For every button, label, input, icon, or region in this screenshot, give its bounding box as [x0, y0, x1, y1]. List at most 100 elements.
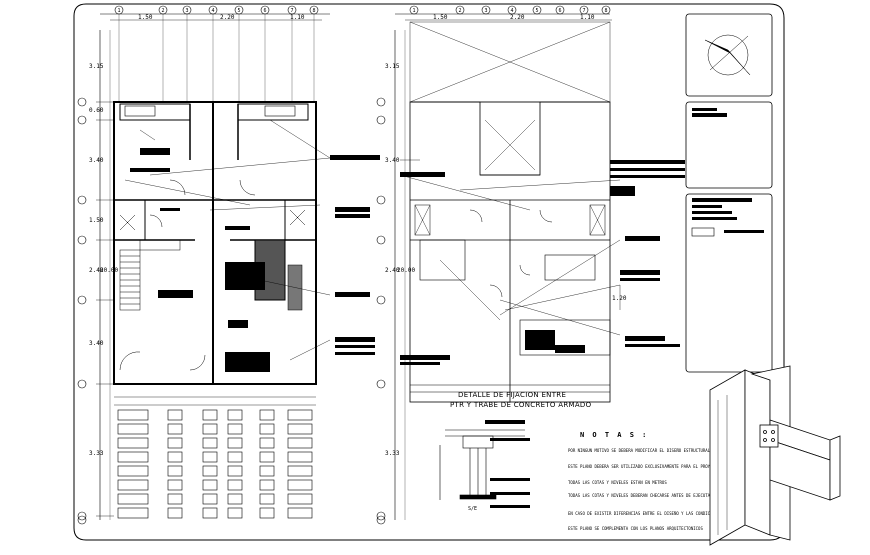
paver-tile — [287, 465, 313, 477]
left-dim-side-6: 3.40 — [89, 340, 104, 347]
left-parking-grid — [114, 396, 316, 406]
left-axis-bubbles — [114, 5, 319, 15]
left-dim-side-2: 0.60 — [89, 107, 104, 114]
left-floor-plan — [77, 5, 331, 521]
paver-tile — [287, 479, 313, 491]
right-dim-top-1: 1.50 — [433, 14, 448, 21]
paver-tile — [167, 479, 183, 491]
note-4: TODAS LAS COTAS Y NIVELES DEBERAN CHECAR… — [568, 493, 776, 498]
paver-tile — [227, 465, 243, 477]
right-dim-top-3: 1.10 — [580, 14, 595, 21]
paver-tile — [227, 451, 243, 463]
paver-tile — [287, 423, 313, 435]
fixing-detail: DETALLE DE FIJACION ENTRE PTR Y TRABE DE… — [439, 391, 592, 512]
left-dim-side-1: 3.15 — [89, 63, 104, 70]
steel-connection-isometric — [709, 365, 841, 546]
left-axis-label: 8 — [313, 8, 316, 14]
paver-tile — [117, 479, 149, 491]
note-6: ESTE PLANO SE COMPLEMENTA CON LOS PLANOS… — [568, 526, 703, 531]
left-total-dim: 20.00 — [100, 267, 118, 274]
paver-tile — [117, 507, 149, 519]
paver-tile — [287, 437, 313, 449]
detail-title-line1: DETALLE DE FIJACION ENTRE — [458, 391, 566, 399]
left-dim-side-3: 3.40 — [89, 157, 104, 164]
right-plan-labels: 1.50 2.20 1.10 3.15 3.40 2.40 3.33 20.00… — [385, 14, 627, 457]
right-floor-plan — [376, 5, 621, 521]
paver-tile — [117, 437, 149, 449]
right-total-dim: 20.00 — [397, 267, 415, 274]
left-axis-label: 7 — [291, 8, 294, 14]
right-dim-top-2: 2.20 — [510, 14, 525, 21]
left-dim-side-7: 3.33 — [89, 450, 104, 457]
paver-tile — [259, 479, 275, 491]
right-axis-label: 1 — [413, 8, 416, 14]
paver-tile — [117, 409, 149, 421]
paver-tile — [259, 409, 275, 421]
right-axis-label: 6 — [559, 8, 562, 14]
sheet-border — [73, 3, 785, 541]
paver-tile — [202, 507, 218, 519]
paver-tile — [259, 451, 275, 463]
detail-title-line2: PTR Y TRABE DE CONCRETO ARMADO — [450, 401, 592, 409]
paver-tile — [227, 507, 243, 519]
paver-tile — [227, 437, 243, 449]
note-3: TODAS LAS COTAS Y NIVELES ESTAN EN METRO… — [568, 480, 667, 485]
paver-tile — [227, 423, 243, 435]
left-dim-side-4: 1.50 — [89, 217, 104, 224]
left-axis-label: 1 — [118, 8, 121, 14]
right-dim-side-1: 3.15 — [385, 63, 400, 70]
paver-tile — [259, 465, 275, 477]
paver-tile — [227, 493, 243, 505]
left-axis-label: 6 — [264, 8, 267, 14]
title-block — [685, 13, 773, 373]
paver-tile — [167, 507, 183, 519]
left-dim-top-1: 1.50 — [138, 14, 153, 21]
note-5: EN CASO DE EXISTIR DIFERENCIAS ENTRE EL … — [568, 511, 790, 516]
paver-tile — [117, 465, 149, 477]
right-mid-dim: 1.20 — [612, 295, 627, 302]
paver-tile — [259, 437, 275, 449]
right-axis-label: 8 — [605, 8, 608, 14]
paver-tile — [167, 493, 183, 505]
paver-tile — [259, 423, 275, 435]
left-axis-label: 4 — [212, 8, 215, 14]
paver-tile — [202, 493, 218, 505]
paver-tile — [287, 493, 313, 505]
paver-tile — [117, 451, 149, 463]
paver-tile — [167, 409, 183, 421]
left-plan-labels: 1.50 2.20 1.10 3.15 0.60 3.40 1.50 2.40 … — [89, 14, 305, 457]
detail-scale: S/E — [468, 506, 477, 512]
north-arrow-icon — [704, 34, 751, 76]
paver-tile — [259, 507, 275, 519]
right-redacted-annotations — [400, 160, 685, 365]
right-axis-bubbles — [409, 5, 611, 15]
paver-tile — [167, 423, 183, 435]
right-axis-label: 4 — [511, 8, 514, 14]
paver-tile — [167, 465, 183, 477]
note-2: ESTE PLANO DEBERA SER UTILIZADO EXCLUSIV… — [568, 464, 742, 469]
paver-tile — [202, 465, 218, 477]
left-axis-label: 3 — [186, 8, 189, 14]
left-axis-label: 5 — [238, 8, 241, 14]
paver-tile — [287, 451, 313, 463]
left-axis-label: 2 — [162, 8, 165, 14]
left-redacted-annotations — [130, 148, 380, 372]
note-1: POR NINGUN MOTIVO SE DEBERA MODIFICAR EL… — [568, 448, 785, 453]
right-axis-label: 3 — [485, 8, 488, 14]
right-axis-label: 5 — [536, 8, 539, 14]
paver-tile — [167, 437, 183, 449]
paver-tile — [202, 423, 218, 435]
paver-tile — [202, 451, 218, 463]
paver-tile — [227, 479, 243, 491]
paver-tile — [259, 493, 275, 505]
right-dim-side-4: 3.33 — [385, 450, 400, 457]
title-block-redacted — [691, 108, 764, 237]
left-dim-top-3: 1.10 — [290, 14, 305, 21]
right-axis-label: 7 — [583, 8, 586, 14]
left-paver-pattern — [117, 409, 313, 519]
notes-block: N O T A S : POR NINGUN MOTIVO SE DEBERA … — [568, 431, 790, 531]
paver-tile — [287, 507, 313, 519]
paver-tile — [117, 493, 149, 505]
paver-tile — [287, 409, 313, 421]
